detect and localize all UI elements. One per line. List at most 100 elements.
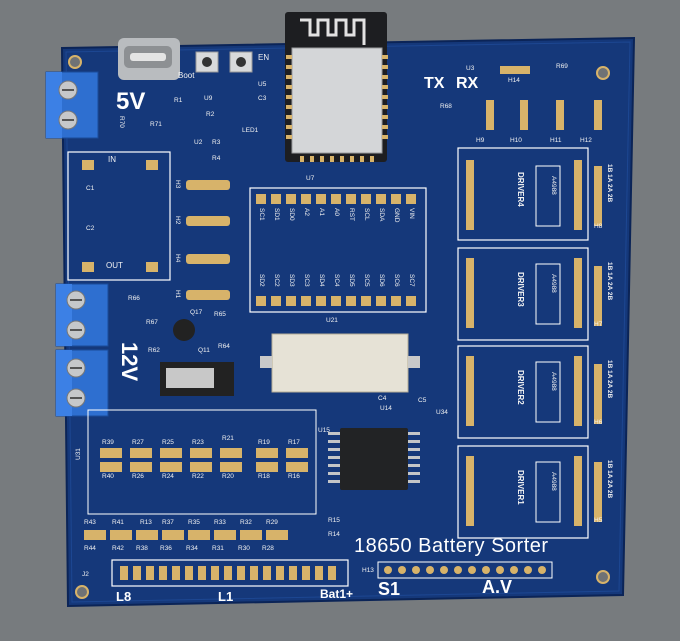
res-ref: R25 bbox=[162, 439, 174, 446]
label-s1: S1 bbox=[378, 579, 401, 599]
mux-pin-label: SC6 bbox=[393, 274, 400, 287]
ref-c4: C4 bbox=[378, 395, 387, 402]
ic-u15 bbox=[328, 428, 420, 490]
res-ref: R24 bbox=[162, 473, 174, 480]
ref-c2: C2 bbox=[86, 225, 95, 232]
label-en: EN bbox=[258, 53, 270, 62]
mux-pin-label: SC1 bbox=[258, 208, 265, 221]
converter-outline bbox=[67, 151, 171, 281]
label-l1: L1 bbox=[218, 589, 234, 604]
ref-r67: R67 bbox=[146, 319, 158, 326]
res-ref: R32 bbox=[240, 519, 252, 526]
ref-r66: R66 bbox=[128, 295, 140, 302]
res-ref: R21 bbox=[222, 435, 234, 442]
header-ref: H5 bbox=[594, 517, 603, 524]
ref-r71: R71 bbox=[150, 121, 162, 128]
res-ref: R29 bbox=[266, 519, 278, 526]
header-ref: H9 bbox=[476, 137, 485, 144]
res-ref: R16 bbox=[288, 473, 300, 480]
mux-pin-label: GND bbox=[393, 208, 400, 223]
esp32-module bbox=[285, 12, 388, 162]
mounting-hole bbox=[68, 55, 82, 69]
res-ref: R22 bbox=[192, 473, 204, 480]
driver-label: DRIVER2 bbox=[516, 370, 525, 405]
label-boot: Boot bbox=[178, 71, 195, 80]
res-ref: R18 bbox=[258, 473, 270, 480]
res-ref: R23 bbox=[192, 439, 204, 446]
res-ref: R44 bbox=[84, 545, 96, 552]
mounting-hole bbox=[596, 66, 610, 80]
h-header-pads bbox=[186, 180, 230, 300]
ref-u14: U14 bbox=[380, 405, 392, 412]
ref-h1: H1 bbox=[174, 290, 181, 299]
res-ref: R39 bbox=[102, 439, 114, 446]
transistor-q11 bbox=[160, 362, 234, 396]
mux-pin-label: A0 bbox=[333, 208, 340, 216]
ref-u9: U9 bbox=[204, 95, 213, 102]
ref-h3: H3 bbox=[174, 180, 181, 189]
res-ref: R37 bbox=[162, 519, 174, 526]
ref-u21: U21 bbox=[326, 317, 338, 324]
terminal-12v bbox=[55, 349, 109, 417]
ref-q11: Q11 bbox=[198, 347, 210, 354]
boot-button bbox=[195, 51, 219, 73]
label-out: OUT bbox=[106, 261, 123, 270]
mux-pin-label: SD4 bbox=[318, 274, 325, 287]
ref-h13: H13 bbox=[362, 567, 374, 574]
mux-pin-label: SD1 bbox=[273, 208, 280, 221]
res-ref: R35 bbox=[188, 519, 200, 526]
header-j2 bbox=[111, 559, 349, 587]
terminal-aux bbox=[55, 283, 109, 347]
res-ref: R40 bbox=[102, 473, 114, 480]
mounting-hole bbox=[596, 570, 610, 584]
ref-r64: R64 bbox=[218, 343, 230, 350]
ref-u7: U7 bbox=[306, 175, 315, 182]
label-5v: 5V bbox=[116, 88, 146, 115]
ref-u2: U2 bbox=[194, 139, 203, 146]
label-bat: Bat1+ bbox=[320, 587, 354, 601]
mux-pin-label: RST bbox=[348, 208, 355, 221]
header-ref: H12 bbox=[580, 137, 592, 144]
ref-u3: U3 bbox=[466, 65, 475, 72]
res-ref: R41 bbox=[112, 519, 124, 526]
res-ref: R34 bbox=[186, 545, 198, 552]
ref-r2: R2 bbox=[206, 111, 215, 118]
res-ref: R28 bbox=[262, 545, 274, 552]
ref-u34: U34 bbox=[436, 409, 448, 416]
driver-label: DRIVER4 bbox=[516, 172, 525, 207]
res-ref: R33 bbox=[214, 519, 226, 526]
driver-chip-label: A4988 bbox=[550, 472, 557, 491]
res-ref: R27 bbox=[132, 439, 144, 446]
mux-pin-label: SC7 bbox=[408, 274, 415, 287]
driver-chip-label: A4988 bbox=[550, 274, 557, 293]
ref-u31: U31 bbox=[75, 448, 82, 460]
ref-h2: H2 bbox=[174, 216, 181, 225]
ref-r69: R69 bbox=[556, 63, 568, 70]
ref-u15: U15 bbox=[318, 427, 330, 434]
relay bbox=[260, 333, 420, 393]
driver-chip-label: A4988 bbox=[550, 372, 557, 391]
ref-r3: R3 bbox=[212, 139, 221, 146]
res-ref: R20 bbox=[222, 473, 234, 480]
usb-c-connector bbox=[118, 38, 180, 80]
label-av: A.V bbox=[482, 577, 513, 597]
label-rx: RX bbox=[456, 75, 479, 92]
header-h13 bbox=[377, 561, 553, 579]
ref-u5: U5 bbox=[258, 81, 267, 88]
header-ref: H8 bbox=[594, 223, 603, 230]
res-ref: R36 bbox=[160, 545, 172, 552]
mux-pin-label: VIN bbox=[408, 208, 415, 219]
driver-header-label: 1B 1A 2A 2B bbox=[606, 262, 613, 301]
ref-r15: R15 bbox=[328, 517, 340, 524]
mux-pin-label: SD0 bbox=[288, 208, 295, 221]
mux-pin-label: SD6 bbox=[378, 274, 385, 287]
ref-r68: R68 bbox=[440, 103, 452, 110]
driver-header-label: 1B 1A 2A 2B bbox=[606, 164, 613, 203]
ref-r1: R1 bbox=[174, 97, 183, 104]
res-ref: R30 bbox=[238, 545, 250, 552]
res-ref: R42 bbox=[112, 545, 124, 552]
driver-chip-label: A4988 bbox=[550, 176, 557, 195]
mux-pin-label: A1 bbox=[318, 208, 325, 216]
mux-pin-label: SD5 bbox=[348, 274, 355, 287]
